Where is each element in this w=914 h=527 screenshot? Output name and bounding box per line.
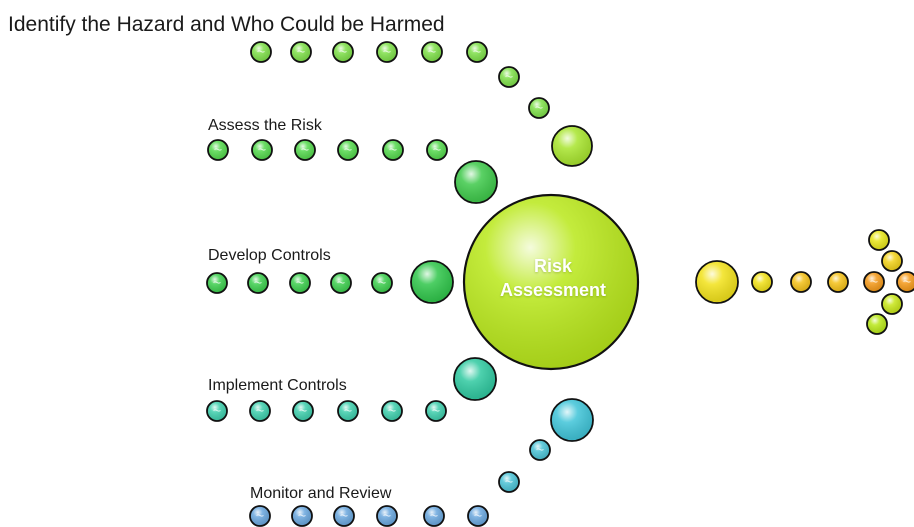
- develop-step-bubble: [247, 272, 269, 294]
- identify-step-bubble: [290, 41, 312, 63]
- implement-step-bubble: [292, 400, 314, 422]
- monitor-step-bubble: [498, 471, 520, 493]
- output-arrow-bubble: [868, 229, 890, 251]
- assess-risk-label: Assess the Risk: [208, 117, 322, 134]
- implement-step-bubble: [425, 400, 447, 422]
- output-arrow-bubble: [881, 293, 903, 315]
- output-arrow-bubble: [881, 250, 903, 272]
- assess-step-bubble: [426, 139, 448, 161]
- center-label: Risk Assessment: [478, 254, 628, 302]
- implement-step-bubble: [337, 400, 359, 422]
- identify-step-bubble: [498, 66, 520, 88]
- monitor-step-bubble: [249, 505, 271, 527]
- output-arrow-bubble: [827, 271, 849, 293]
- implement-controls-label: Implement Controls: [208, 377, 347, 394]
- implement-step-bubble: [381, 400, 403, 422]
- assess-step-bubble: [207, 139, 229, 161]
- output-arrow-bubble: [866, 313, 888, 335]
- identify-step-bubble: [376, 41, 398, 63]
- monitor-step-bubble: [529, 439, 551, 461]
- monitor-connector-bubble: [550, 398, 594, 442]
- output-arrow-bubble: [751, 271, 773, 293]
- monitor-step-bubble: [291, 505, 313, 527]
- center-label-line-1: Risk: [533, 256, 573, 276]
- develop-step-bubble: [371, 272, 393, 294]
- assess-step-bubble: [251, 139, 273, 161]
- assess-step-bubble: [382, 139, 404, 161]
- risk-assessment-center-circle: [462, 193, 640, 371]
- identify-step-bubble: [466, 41, 488, 63]
- monitor-step-bubble: [423, 505, 445, 527]
- identify-step-bubble: [528, 97, 550, 119]
- monitor-step-bubble: [376, 505, 398, 527]
- identify-connector-bubble: [551, 125, 593, 167]
- monitor-review-label: Monitor and Review: [250, 485, 392, 502]
- identify-step-bubble: [250, 41, 272, 63]
- assess-step-bubble: [337, 139, 359, 161]
- identify-hazard-label: Identify the Hazard and Who Could be Har…: [8, 13, 445, 36]
- develop-step-bubble: [289, 272, 311, 294]
- develop-connector-bubble: [410, 260, 454, 304]
- implement-connector-bubble: [453, 357, 497, 401]
- monitor-step-bubble: [333, 505, 355, 527]
- output-arrow-bubble: [695, 260, 739, 304]
- assess-step-bubble: [294, 139, 316, 161]
- implement-step-bubble: [249, 400, 271, 422]
- bubble-layer: [206, 41, 914, 527]
- output-arrow-bubble: [896, 271, 914, 293]
- assess-connector-bubble: [454, 160, 498, 204]
- center-label-line-2: Assessment: [499, 280, 607, 300]
- develop-step-bubble: [206, 272, 228, 294]
- implement-step-bubble: [206, 400, 228, 422]
- develop-controls-label: Develop Controls: [208, 247, 331, 264]
- identify-step-bubble: [332, 41, 354, 63]
- output-arrow-bubble: [863, 271, 885, 293]
- monitor-step-bubble: [467, 505, 489, 527]
- develop-step-bubble: [330, 272, 352, 294]
- output-arrow-bubble: [790, 271, 812, 293]
- identify-step-bubble: [421, 41, 443, 63]
